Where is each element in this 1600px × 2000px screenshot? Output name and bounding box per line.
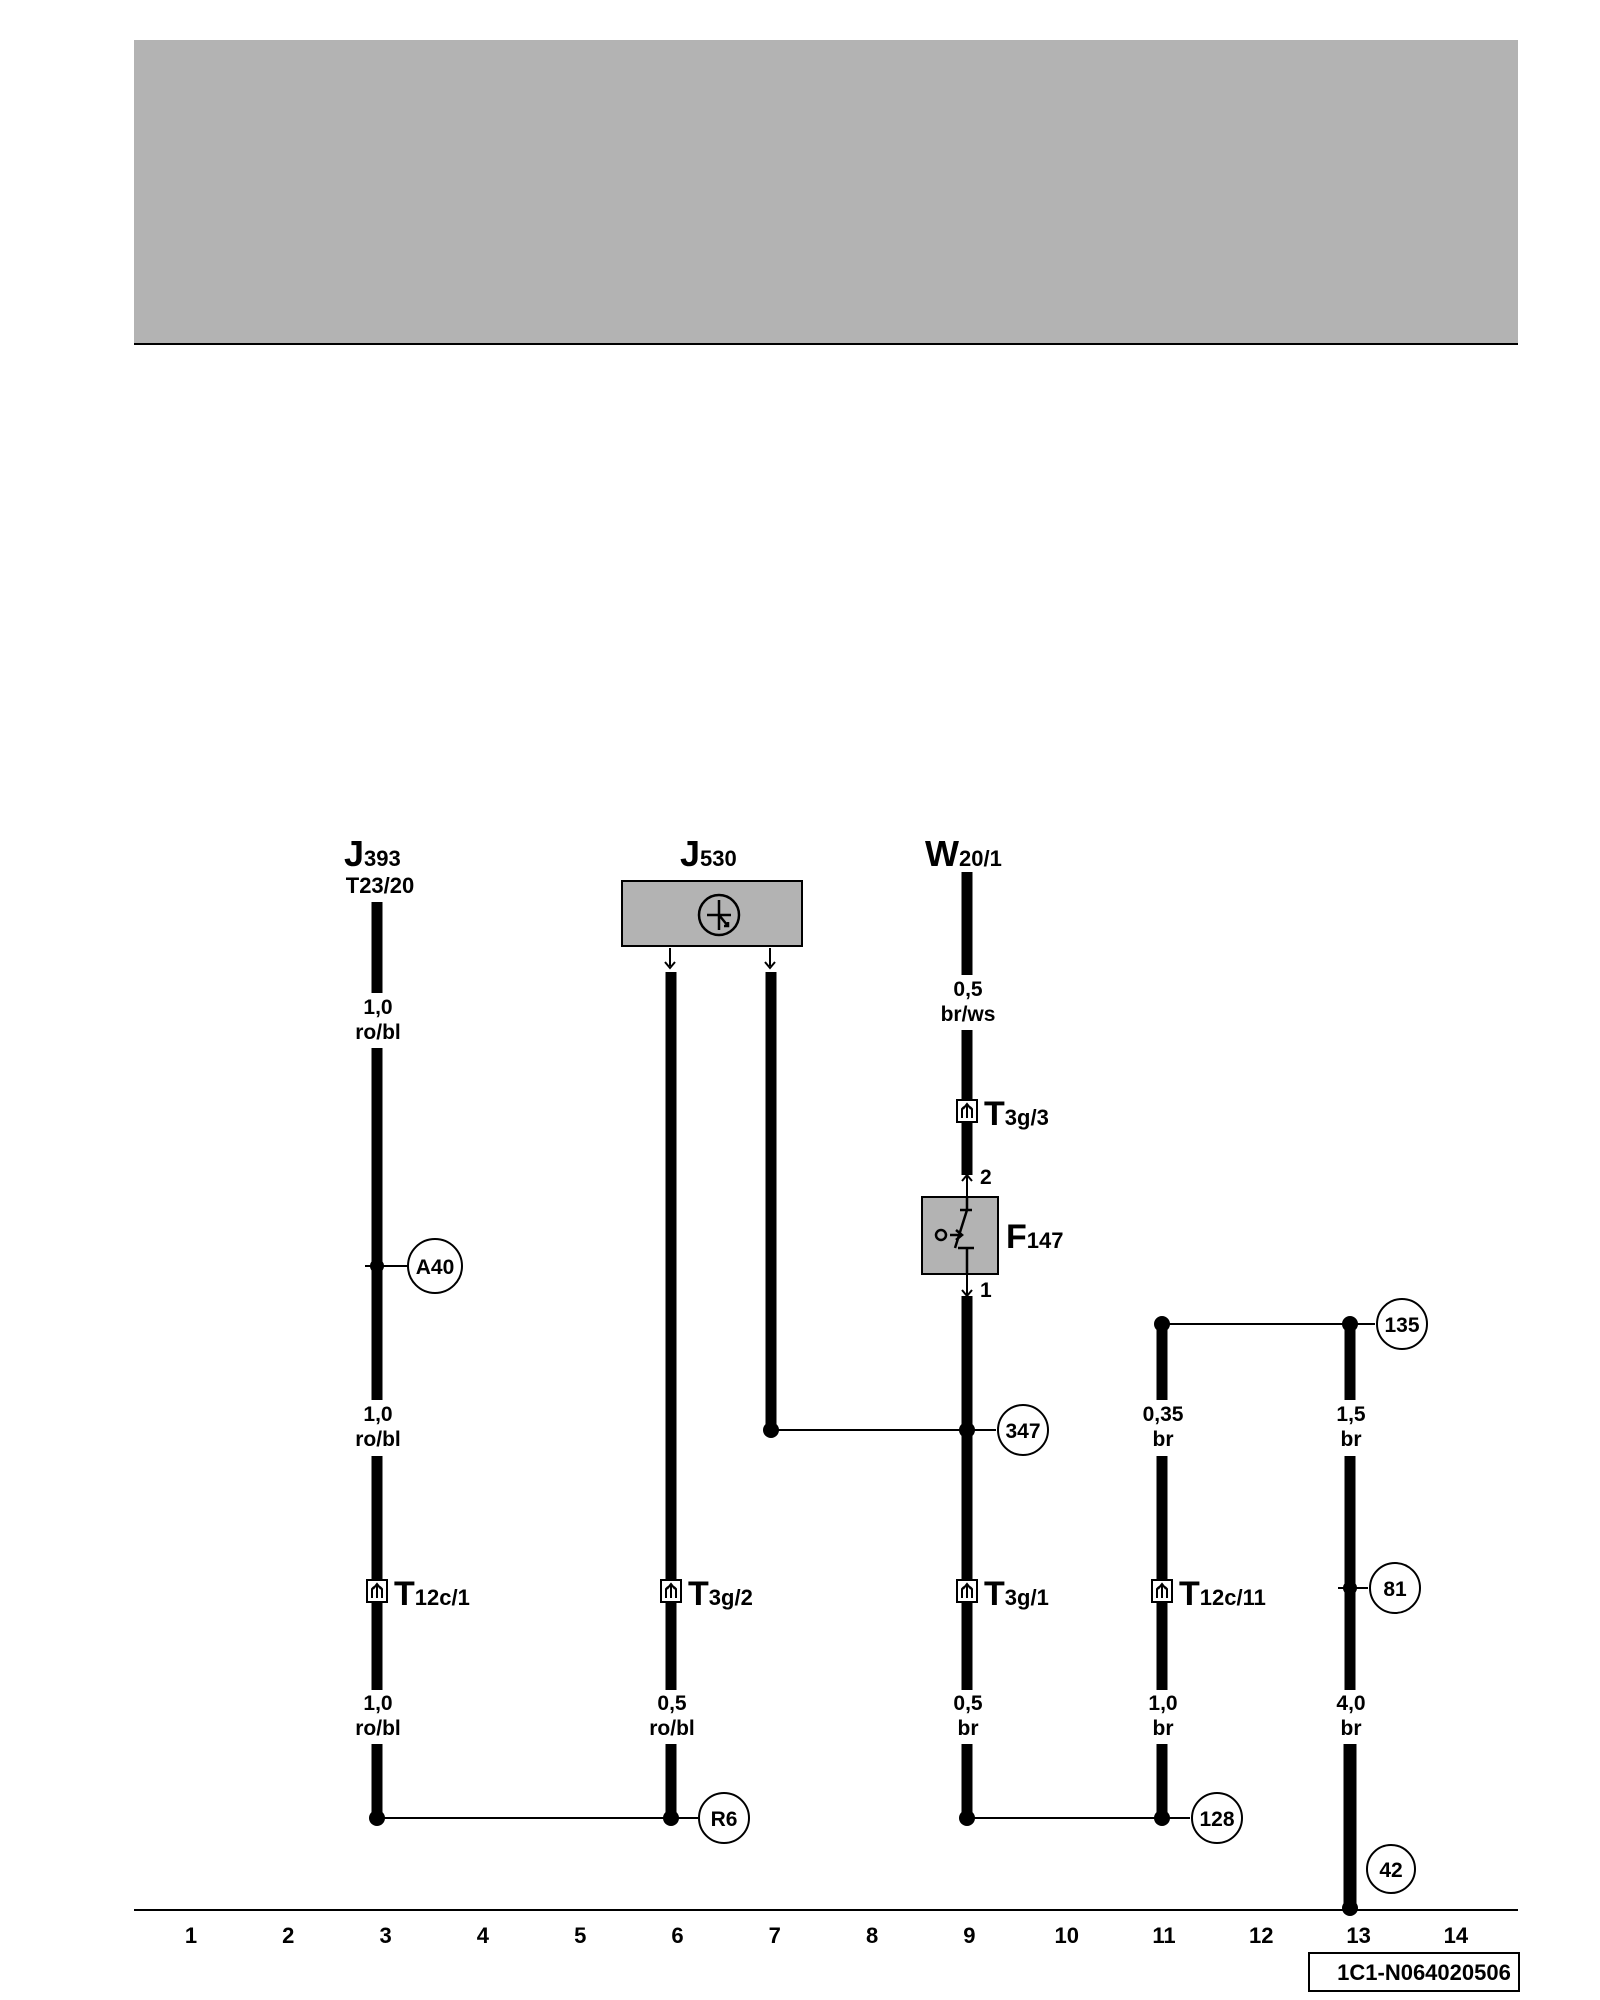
wire-col13-top-color: br [1341,1428,1362,1451]
ref-128-circle [1191,1792,1243,1844]
axis-label-11: 11 [1152,1923,1175,1948]
axis-label-14: 14 [1444,1923,1469,1948]
junction-col9-bottom [959,1810,975,1826]
wire-col3-bot-color: ro/bl [355,1717,401,1740]
wire-col3-mid-size: 1,0 [363,1403,392,1426]
ref-a40-circle [407,1238,463,1294]
axis-label-8: 8 [866,1923,878,1948]
ref-135-label: 135 [1384,1314,1419,1337]
ref-347-circle [997,1404,1049,1456]
document-id-frame [1308,1952,1520,1992]
document-id: 1C1-N064020506 [1337,1960,1511,1985]
f147-pin-top-label: 2 [980,1166,992,1189]
wire-col9-bot-size: 0,5 [953,1692,983,1715]
ref-a40-label: A40 [416,1256,455,1279]
junction-col3-bottom [369,1810,385,1826]
wire-col3-mid-color: ro/bl [355,1428,401,1451]
j530-symbol-lines [707,900,731,930]
connector-t12c11-label: T12c/11 [1179,1575,1266,1613]
ref-81-label: 81 [1383,1578,1407,1601]
connector-t3g3-label: T3g/3 [984,1095,1049,1133]
connector-t12c1-label: T12c/1 [394,1575,470,1613]
connector-t3g2-label: T3g/2 [688,1575,753,1613]
axis-label-9: 9 [963,1923,975,1948]
axis-label-10: 10 [1054,1923,1078,1948]
axis-label-13: 13 [1346,1923,1370,1948]
header-band [134,40,1518,343]
axis-label-1: 1 [185,1923,197,1948]
wire-col9-top-size: 0,5 [953,978,983,1001]
j530-label: J530 [680,833,737,874]
f147-label: F147 [1006,1218,1064,1256]
ref-42-circle [1366,1844,1416,1894]
j530-box [621,880,803,947]
wire-col3-bot-size: 1,0 [363,1692,392,1715]
wire-col11-bot-color: br [1153,1717,1174,1740]
ground-point-dot [1342,1900,1358,1916]
wire-col11-top-size: 0,35 [1143,1403,1184,1426]
j393-pin-label: T23/20 [346,873,415,898]
connector-t12c11-arrow [1156,1582,1168,1598]
wire-col6-bot-size: 0,5 [657,1692,687,1715]
f147-pressure-icon [934,1228,948,1242]
j530-pin-left-icon [664,948,676,970]
j393-label: J393 [344,833,401,874]
connector-t3g2-arrow [665,1582,677,1598]
wire-col3-top-color: ro/bl [355,1021,401,1044]
j530-symbol-icon [697,893,741,937]
wire-col13-bot-color: br [1341,1717,1362,1740]
w20-label: W20/1 [925,833,1002,874]
axis-label-12: 12 [1249,1923,1273,1948]
ref-128-label: 128 [1199,1808,1234,1831]
wire-col11-top-color: br [1153,1428,1174,1451]
axis-label-4: 4 [477,1923,490,1948]
f147-pin-top-icon [961,1173,973,1196]
connector-t12c1-arrow [371,1582,383,1598]
wire-col3-top-size: 1,0 [363,996,392,1019]
f147-pin-bottom-label: 1 [980,1279,992,1302]
f147-pin-bottom-icon [961,1274,973,1298]
axis-label-6: 6 [671,1923,683,1948]
connector-t3g1-label: T3g/1 [984,1575,1049,1613]
axis-label-2: 2 [282,1923,294,1948]
ref-135-circle [1376,1298,1428,1350]
j530-pin-right-icon [764,948,776,970]
ref-347-label: 347 [1005,1420,1040,1443]
ref-r6-circle [698,1792,750,1844]
wire-col13-bot-size: 4,0 [1336,1692,1365,1715]
axis-label-5: 5 [574,1923,586,1948]
wire-col9-bot-color: br [958,1717,979,1740]
wire-col6-bot-color: ro/bl [649,1717,695,1740]
axis-label-7: 7 [769,1923,781,1948]
connector-t3g3-arrow [961,1102,973,1118]
axis-label-3: 3 [379,1923,391,1948]
f147-switch-icon [950,1197,974,1274]
connector-t3g1-arrow [961,1582,973,1598]
wire-col11-bot-size: 1,0 [1148,1692,1177,1715]
ref-r6-label: R6 [711,1808,738,1831]
wire-col13-top-size: 1,5 [1336,1403,1366,1426]
ref-81-circle [1369,1562,1421,1614]
ref-42-label: 42 [1379,1859,1402,1882]
wire-col9-top-color: br/ws [941,1003,996,1026]
